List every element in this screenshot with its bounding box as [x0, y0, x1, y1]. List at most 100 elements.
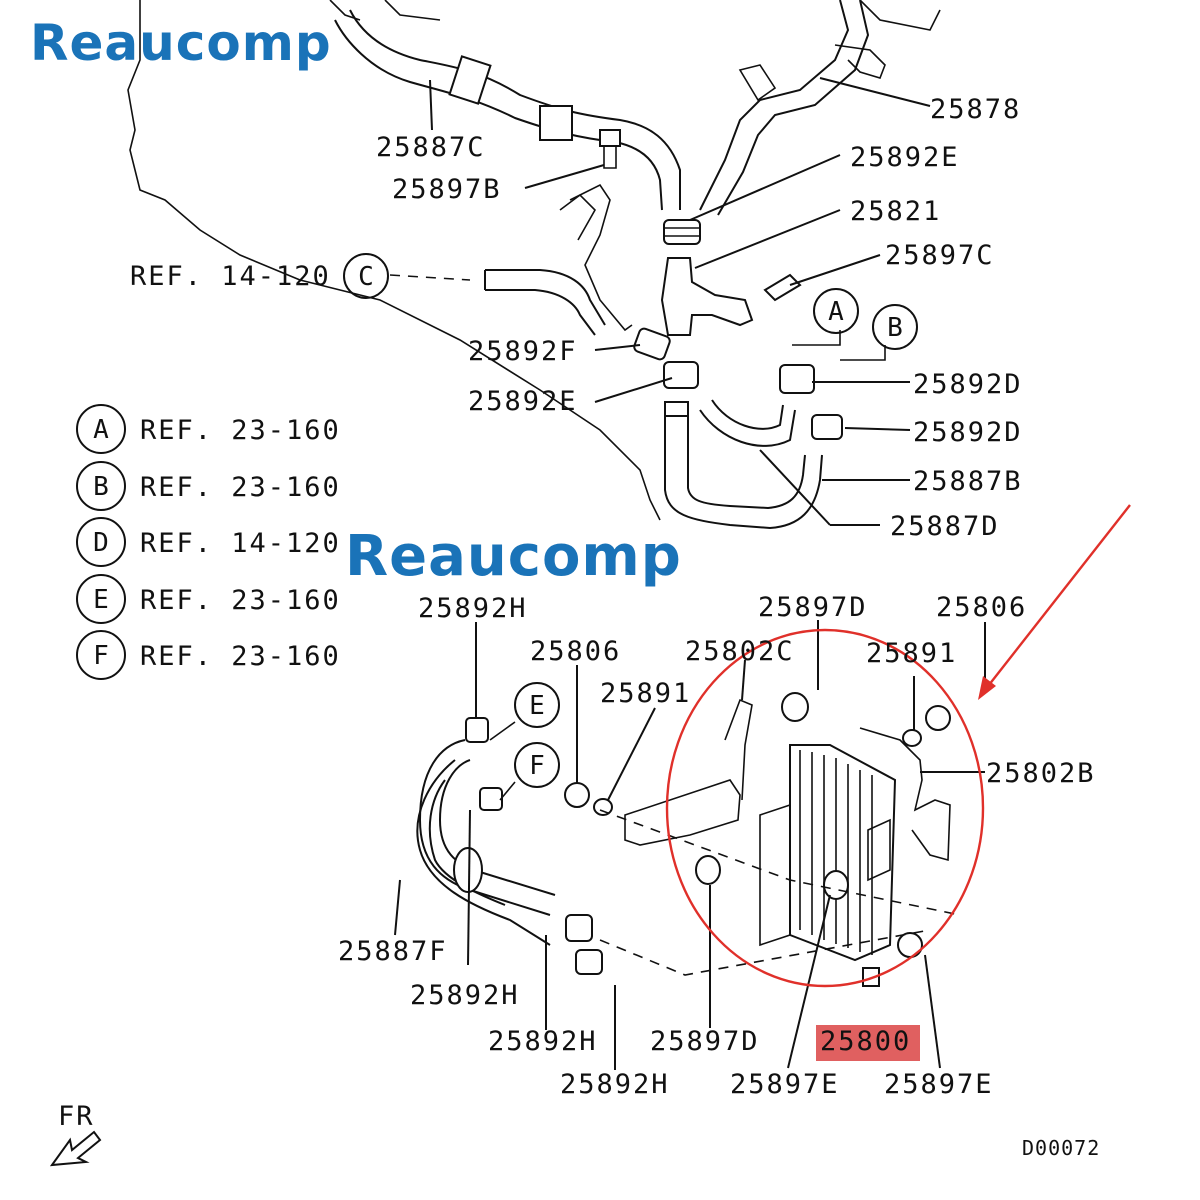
legend-row-d: D REF. 14-120 [76, 517, 341, 567]
svg-text:D: D [93, 528, 109, 558]
hose-clamp [663, 361, 699, 389]
label-25821: 25821 [850, 196, 941, 227]
svg-text:REF. 23-160: REF. 23-160 [140, 472, 341, 503]
label-25878: 25878 [930, 94, 1021, 125]
label-25892H-bottom: 25892H [560, 1069, 670, 1100]
ref-c-text: REF. 14-120 [130, 261, 331, 292]
callout-b-letter: B [887, 313, 903, 343]
label-25887F: 25887F [338, 936, 448, 967]
lower-leader-lines [394, 620, 986, 1070]
cooler-bolt [823, 870, 849, 900]
upper-hose-assembly [334, 0, 886, 530]
label-25897D-top: 25897D [758, 592, 868, 623]
label-25806-left: 25806 [530, 636, 621, 667]
engine-outline [127, 0, 941, 521]
hose-clip [834, 44, 886, 79]
legend-row-a: A REF. 23-160 [76, 404, 341, 454]
hose-sleeve-2 [539, 105, 573, 141]
hose-sleeve [448, 55, 492, 105]
fr-label: FR [58, 1101, 95, 1132]
watermark-top: Reaucomp [30, 14, 332, 72]
callout-e-letter: E [529, 691, 545, 721]
front-direction-indicator: FR [49, 1101, 102, 1167]
hose-clamp [465, 717, 489, 743]
hose-clamp [575, 949, 603, 975]
hose-clamp [479, 787, 503, 811]
part-labels: 25878 25887C 25897B 25892E 25821 25897C … [338, 94, 1094, 1100]
svg-text:REF. 23-160: REF. 23-160 [140, 641, 341, 672]
fr-arrow-icon [49, 1130, 102, 1167]
reference-legend: A REF. 23-160 B REF. 23-160 D REF. 14-12… [76, 404, 341, 680]
rubber-mount [925, 705, 951, 731]
svg-text:B: B [93, 472, 109, 502]
label-25891-left: 25891 [600, 678, 691, 709]
label-25802C: 25802C [685, 636, 795, 667]
callout-a-circle [813, 288, 859, 334]
oil-cooler-assembly [416, 692, 961, 987]
label-25892H-top: 25892H [418, 593, 528, 624]
bolt-25897D [781, 692, 809, 722]
label-25806-right: 25806 [936, 592, 1027, 623]
label-25892F: 25892F [468, 336, 578, 367]
legend-row-e: E REF. 23-160 [76, 574, 341, 624]
label-25892D-1: 25892D [913, 369, 1023, 400]
label-25892D-2: 25892D [913, 417, 1023, 448]
bolt-head [599, 129, 621, 147]
label-25887B: 25887B [913, 466, 1023, 497]
hose-clamp [633, 327, 671, 361]
callout-e-circle [514, 682, 560, 728]
legend-row-b: B REF. 23-160 [76, 461, 341, 511]
bolt-25897D [695, 855, 721, 885]
label-25800: 25800 [820, 1026, 911, 1057]
drain-fitting [862, 967, 880, 987]
pipe-bracket [569, 183, 633, 332]
label-25892E-top: 25892E [850, 142, 960, 173]
watermark-middle: Reaucomp [345, 524, 682, 589]
hose-end [664, 401, 689, 417]
highlight-circle [665, 628, 985, 988]
rubber-mount [564, 782, 590, 808]
svg-text:REF. 14-120: REF. 14-120 [140, 528, 341, 559]
callout-f-circle [514, 742, 560, 788]
bolt [763, 273, 802, 302]
label-25891-right: 25891 [866, 638, 957, 669]
oil-cooler-body [759, 744, 923, 987]
label-25897B: 25897B [392, 174, 502, 205]
callout-a-letter: A [828, 297, 844, 327]
svg-text:F: F [93, 641, 109, 671]
arrow-head [978, 676, 996, 700]
svg-text:REF. 23-160: REF. 23-160 [140, 585, 341, 616]
highlight-overlay [665, 504, 1131, 1061]
label-25897E-left: 25897E [730, 1069, 840, 1100]
reference-callouts: REF. 14-120 C A B E F [130, 253, 918, 788]
upper-leader-lines [389, 77, 931, 526]
label-25887D: 25887D [890, 511, 1000, 542]
hose-clamp [565, 914, 593, 942]
label-25892E-mid: 25892E [468, 386, 578, 417]
label-25887C: 25887C [376, 132, 486, 163]
label-25897C: 25897C [885, 240, 995, 271]
collar [593, 798, 613, 816]
highlight-box [816, 1025, 920, 1061]
legend-row-f: F REF. 23-160 [76, 630, 341, 680]
label-25892H-low: 25892H [488, 1026, 598, 1057]
bracket-25802B [859, 727, 951, 862]
ref-c-circle [343, 253, 389, 299]
bracket-25802C [624, 779, 741, 846]
ref-c-letter: C [358, 262, 374, 292]
callout-f-letter: F [529, 751, 545, 781]
svg-text:E: E [93, 585, 109, 615]
diagram-code: D00072 [1022, 1136, 1100, 1160]
joint-fitting [660, 257, 754, 336]
svg-text:REF. 23-160: REF. 23-160 [140, 415, 341, 446]
cooler-bolt [897, 932, 923, 958]
label-25897D-bottom: 25897D [650, 1026, 760, 1057]
hose-clamp [663, 219, 701, 245]
label-25892H-mid: 25892H [410, 980, 520, 1011]
svg-text:A: A [93, 415, 109, 445]
hose-clamp [811, 414, 843, 440]
label-25897E-right: 25897E [884, 1069, 994, 1100]
callout-b-circle [872, 304, 918, 350]
collar [902, 729, 922, 747]
